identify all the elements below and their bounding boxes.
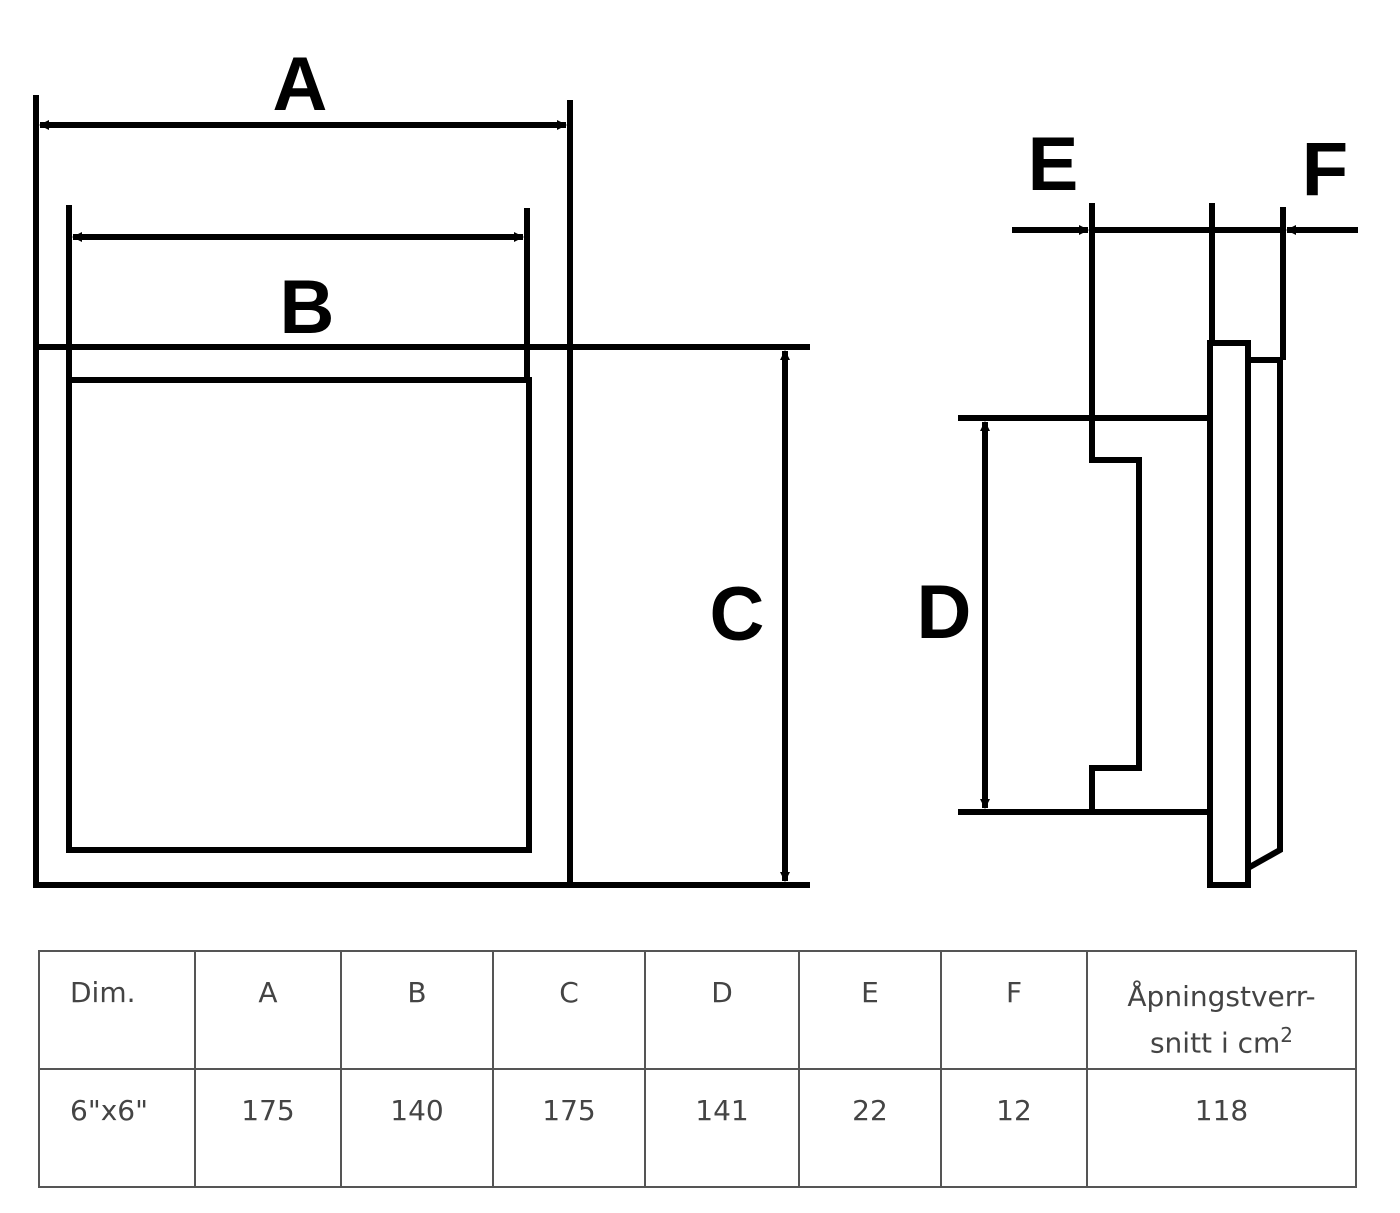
header-opening-line1: Åpningstverr- bbox=[1127, 980, 1316, 1013]
label-d: D bbox=[917, 570, 972, 655]
header-a: A bbox=[194, 950, 342, 1070]
cell-opening: 118 bbox=[1086, 1068, 1357, 1188]
front-outer-frame bbox=[33, 344, 573, 888]
label-a: A bbox=[273, 42, 328, 127]
label-e: E bbox=[1028, 122, 1079, 207]
table-row: 6"x6" 175 140 175 141 22 12 118 bbox=[38, 1068, 1357, 1188]
front-inner-panel bbox=[66, 377, 532, 853]
cell-a: 175 bbox=[194, 1068, 342, 1188]
header-opening-sup: 2 bbox=[1280, 1023, 1294, 1047]
header-dim: Dim. bbox=[38, 950, 196, 1070]
header-e: E bbox=[798, 950, 942, 1070]
side-front-plate bbox=[1207, 340, 1251, 888]
cell-c: 175 bbox=[492, 1068, 646, 1188]
side-duct-spigot bbox=[1089, 415, 1210, 815]
technical-drawing: A B C E F D bbox=[33, 42, 1358, 888]
cell-f: 12 bbox=[940, 1068, 1088, 1188]
dimensions-table: Dim. A B C D E F Åpningstverr- snitt i c… bbox=[38, 950, 1357, 1188]
cell-e: 22 bbox=[798, 1068, 942, 1188]
header-b: B bbox=[340, 950, 494, 1070]
side-grille bbox=[1246, 357, 1283, 871]
header-opening: Åpningstverr- snitt i cm2 bbox=[1086, 950, 1357, 1070]
header-opening-line2: snitt i cm bbox=[1149, 1026, 1281, 1060]
side-view bbox=[958, 203, 1286, 888]
header-d: D bbox=[644, 950, 800, 1070]
table-header-row: Dim. A B C D E F Åpningstverr- snitt i c… bbox=[38, 950, 1357, 1070]
label-f: F bbox=[1302, 127, 1348, 212]
header-c: C bbox=[492, 950, 646, 1070]
cell-dim: 6"x6" bbox=[38, 1068, 196, 1188]
cell-d: 141 bbox=[644, 1068, 800, 1188]
front-view bbox=[33, 95, 810, 888]
label-c: C bbox=[710, 572, 765, 657]
label-b: B bbox=[280, 265, 335, 350]
header-f: F bbox=[940, 950, 1088, 1070]
cell-b: 140 bbox=[340, 1068, 494, 1188]
